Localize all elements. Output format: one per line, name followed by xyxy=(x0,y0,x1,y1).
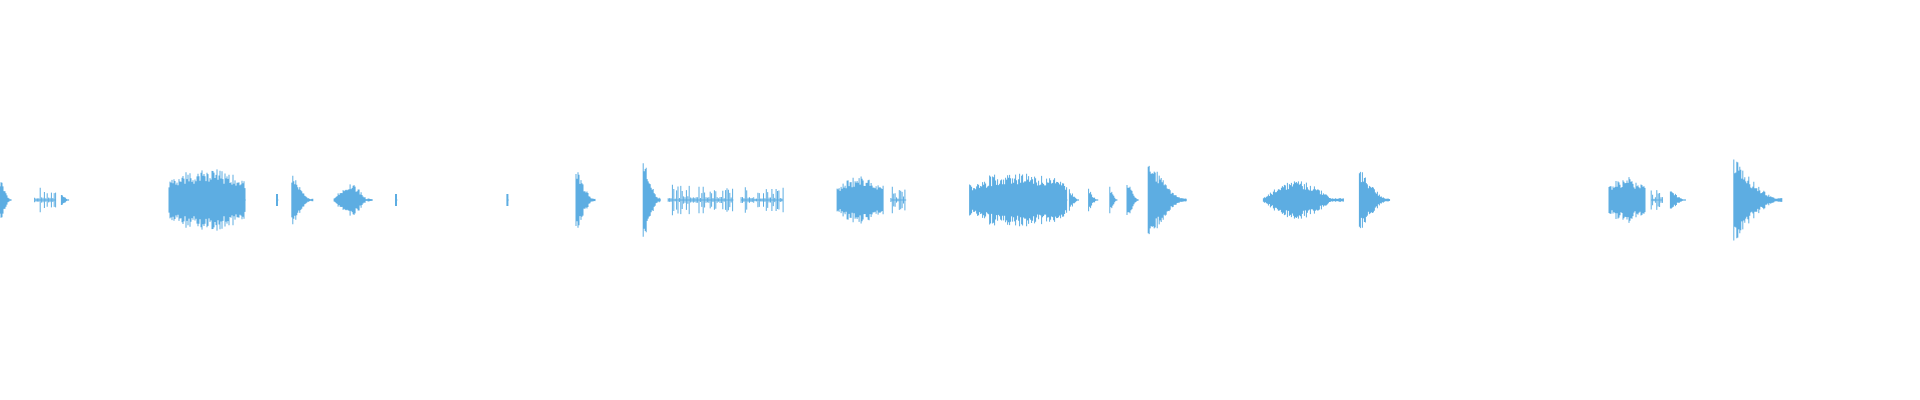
waveform-segment xyxy=(1126,185,1139,215)
waveform-segment xyxy=(969,173,1068,227)
waveform-segment xyxy=(291,175,314,225)
waveform-segment xyxy=(1068,189,1079,211)
waveform-segment xyxy=(1733,159,1783,241)
waveform-segment xyxy=(1262,181,1344,219)
waveform-segment xyxy=(1358,171,1391,229)
waveform-segment xyxy=(642,163,661,237)
waveform-segment xyxy=(740,187,784,213)
waveform-segment xyxy=(575,172,596,228)
waveform-segment xyxy=(1088,188,1099,212)
waveform-marks xyxy=(0,159,1783,241)
waveform-segment xyxy=(1650,190,1663,210)
waveform-segment xyxy=(1109,186,1118,214)
waveform-segment xyxy=(836,176,884,224)
waveform-segment xyxy=(168,169,246,231)
waveform-segment xyxy=(0,182,12,218)
waveform-segment xyxy=(1669,191,1686,209)
waveform-segment xyxy=(1608,177,1646,223)
waveform-segment xyxy=(667,184,734,216)
waveform-segment xyxy=(333,184,373,216)
waveform-segment xyxy=(34,187,57,213)
waveform-segment xyxy=(276,194,279,206)
waveform-segment xyxy=(890,186,907,214)
waveform-segment xyxy=(395,194,398,206)
waveform-segment xyxy=(1147,165,1187,235)
waveform-segment xyxy=(60,195,70,205)
waveform-segment xyxy=(506,194,509,206)
